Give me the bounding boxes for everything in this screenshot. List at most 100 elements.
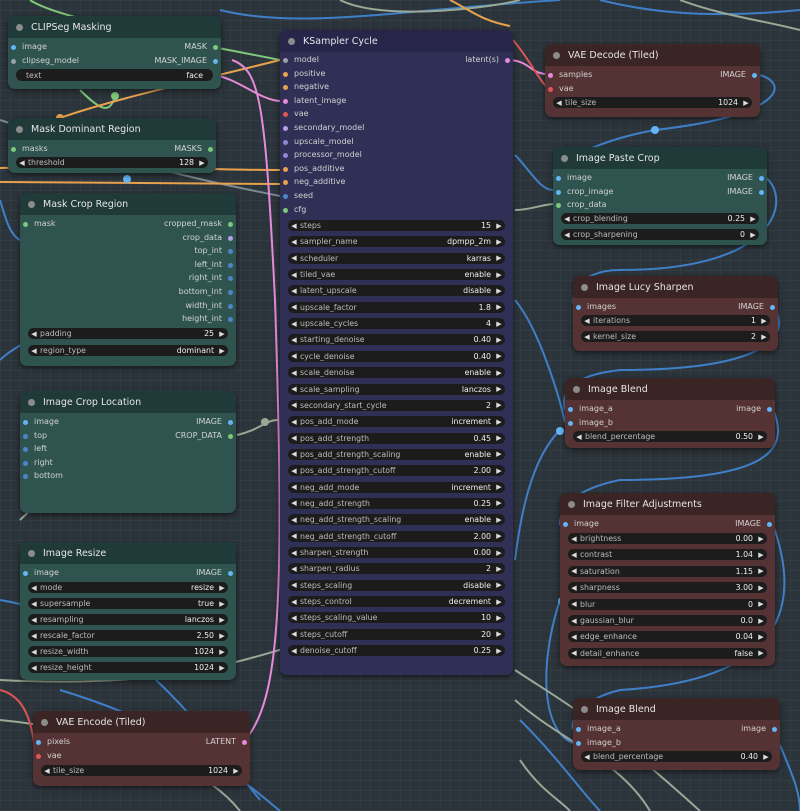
decrement-arrow-icon[interactable]: ◀ [44, 766, 50, 775]
decrement-arrow-icon[interactable]: ◀ [291, 368, 297, 377]
increment-arrow-icon[interactable]: ▶ [496, 581, 502, 590]
output-port-bottom-int[interactable] [228, 289, 233, 295]
node-title[interactable]: Mask Dominant Region [8, 118, 216, 140]
node-image-blend-1[interactable]: Image Blend image_a image image_b ◀blend… [565, 378, 775, 448]
decrement-arrow-icon[interactable]: ◀ [31, 329, 37, 338]
increment-arrow-icon[interactable]: ▶ [758, 534, 764, 543]
increment-arrow-icon[interactable]: ▶ [233, 766, 239, 775]
output-port-mask[interactable] [213, 45, 218, 50]
input-port-samples[interactable] [548, 73, 553, 78]
collapse-dot-icon[interactable] [568, 500, 575, 508]
decrement-arrow-icon[interactable]: ◀ [31, 583, 37, 592]
output-port-right-int[interactable] [228, 276, 233, 282]
input-port-image-b[interactable] [568, 420, 573, 426]
increment-arrow-icon[interactable]: ▶ [496, 254, 502, 263]
input-port-mask[interactable] [23, 222, 28, 227]
node-title[interactable]: Image Paste Crop [553, 147, 767, 169]
decrement-arrow-icon[interactable]: ◀ [291, 450, 297, 459]
output-port-masks[interactable] [208, 147, 213, 152]
increment-arrow-icon[interactable]: ▶ [496, 532, 502, 541]
input-port-image[interactable] [11, 45, 16, 50]
decrement-arrow-icon[interactable]: ◀ [291, 581, 297, 590]
input-port-image[interactable] [556, 176, 561, 181]
increment-arrow-icon[interactable]: ▶ [758, 632, 764, 641]
node-title[interactable]: Image Resize [20, 542, 236, 564]
decrement-arrow-icon[interactable]: ◀ [291, 303, 297, 312]
input-port-image[interactable] [563, 522, 568, 527]
decrement-arrow-icon[interactable]: ◀ [571, 550, 577, 559]
collapse-dot-icon[interactable] [561, 154, 568, 162]
collapse-dot-icon[interactable] [16, 23, 23, 31]
input-port-pos-additive[interactable] [283, 166, 288, 172]
increment-arrow-icon[interactable]: ▶ [758, 567, 764, 576]
output-port-image[interactable] [228, 420, 233, 425]
decrement-arrow-icon[interactable]: ◀ [291, 597, 297, 606]
input-port-neg-additive[interactable] [283, 180, 288, 186]
decrement-arrow-icon[interactable]: ◀ [291, 499, 297, 508]
decrement-arrow-icon[interactable]: ◀ [291, 646, 297, 655]
increment-arrow-icon[interactable]: ▶ [496, 483, 502, 492]
output-port-image[interactable] [759, 176, 764, 181]
input-port-model[interactable] [283, 58, 288, 63]
increment-arrow-icon[interactable]: ▶ [750, 214, 756, 223]
node-image-crop-location[interactable]: Image Crop Location image IMAGE top CROP… [20, 391, 236, 513]
node-title[interactable]: VAE Decode (Tiled) [545, 44, 760, 66]
increment-arrow-icon[interactable]: ▶ [758, 432, 764, 441]
decrement-arrow-icon[interactable]: ◀ [584, 316, 590, 325]
output-port-width-int[interactable] [228, 303, 233, 309]
collapse-dot-icon[interactable] [288, 37, 295, 45]
increment-arrow-icon[interactable]: ▶ [496, 417, 502, 426]
decrement-arrow-icon[interactable]: ◀ [571, 567, 577, 576]
output-port-crop-data[interactable] [228, 235, 233, 241]
input-port-image-b[interactable] [576, 740, 581, 746]
output-port-image[interactable] [772, 727, 777, 732]
output-port-image[interactable] [767, 407, 772, 412]
node-image-lucy-sharpen[interactable]: Image Lucy Sharpen images IMAGE ◀iterati… [573, 276, 778, 351]
node-mask-dominant-region[interactable]: Mask Dominant Region masks MASKS ◀thresh… [8, 118, 216, 173]
decrement-arrow-icon[interactable]: ◀ [584, 332, 590, 341]
decrement-arrow-icon[interactable]: ◀ [291, 385, 297, 393]
decrement-arrow-icon[interactable]: ◀ [31, 615, 37, 624]
decrement-arrow-icon[interactable]: ◀ [571, 649, 577, 658]
node-clipseg-masking[interactable]: CLIPSeg Masking image MASK clipseg_model… [8, 16, 221, 89]
decrement-arrow-icon[interactable]: ◀ [31, 647, 37, 656]
increment-arrow-icon[interactable]: ▶ [496, 466, 502, 475]
increment-arrow-icon[interactable]: ▶ [496, 237, 502, 246]
increment-arrow-icon[interactable]: ▶ [496, 303, 502, 312]
decrement-arrow-icon[interactable]: ◀ [571, 632, 577, 641]
increment-arrow-icon[interactable]: ▶ [496, 613, 502, 622]
decrement-arrow-icon[interactable]: ◀ [571, 600, 577, 609]
output-port-image[interactable] [770, 305, 775, 310]
increment-arrow-icon[interactable]: ▶ [219, 615, 225, 624]
decrement-arrow-icon[interactable]: ◀ [31, 631, 37, 640]
input-port-vae[interactable] [36, 753, 41, 759]
decrement-arrow-icon[interactable]: ◀ [291, 221, 297, 230]
